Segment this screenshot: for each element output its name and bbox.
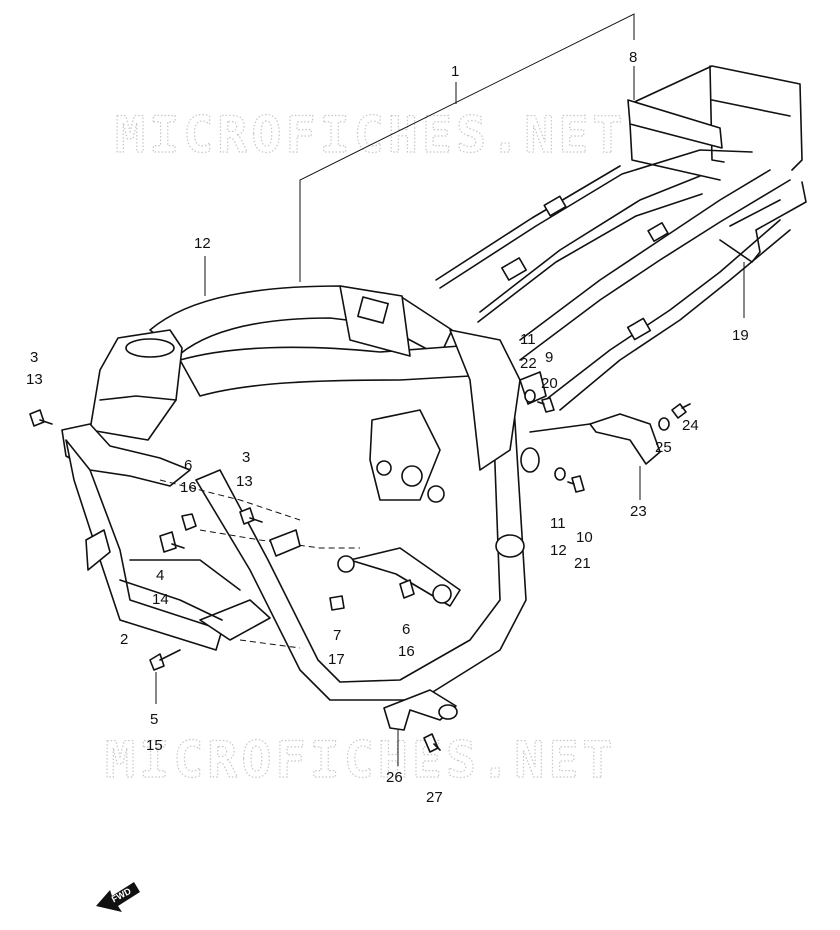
callout-25: 25 bbox=[655, 439, 672, 456]
callout-5: 5 bbox=[150, 711, 158, 728]
callout-3-a: 3 bbox=[30, 349, 38, 366]
bracket-part-23 bbox=[529, 413, 661, 500]
callout-11-a: 11 bbox=[520, 331, 536, 348]
callout-9: 9 bbox=[545, 349, 553, 366]
callout-24: 24 bbox=[682, 417, 699, 434]
callout-21: 21 bbox=[574, 555, 591, 572]
callout-20: 20 bbox=[541, 375, 558, 392]
callout-26: 26 bbox=[386, 769, 403, 786]
washer-bolt-10-21 bbox=[554, 467, 585, 493]
callout-15: 15 bbox=[146, 737, 163, 754]
callout-13-a: 13 bbox=[26, 371, 43, 388]
nut-6-16-b bbox=[399, 579, 415, 599]
fasteners bbox=[29, 389, 691, 753]
callout-12-b: 12 bbox=[550, 542, 567, 559]
callout-1: 1 bbox=[451, 63, 459, 80]
callout-16-b: 16 bbox=[398, 643, 415, 660]
callout-6-b: 6 bbox=[402, 621, 410, 638]
callout-labels: 1 8 12 19 3 13 11 22 9 20 6 16 3 13 24 2… bbox=[26, 49, 749, 806]
callout-16-a: 16 bbox=[180, 479, 197, 496]
forward-direction-arrow: FWD bbox=[96, 882, 140, 912]
bolt-5-15 bbox=[149, 649, 181, 704]
callout-27: 27 bbox=[426, 789, 443, 806]
callout-7: 7 bbox=[333, 627, 341, 644]
bracket-part-26 bbox=[383, 689, 458, 766]
watermark-bottom: MICROFICHES.NET bbox=[105, 731, 617, 789]
callout-14: 14 bbox=[152, 591, 169, 608]
callout-6-a: 6 bbox=[184, 457, 192, 474]
bolt-3-13-b bbox=[239, 507, 263, 525]
callout-10: 10 bbox=[576, 529, 593, 546]
bolt-24-25 bbox=[658, 403, 691, 431]
rear-subframe bbox=[435, 65, 807, 411]
callout-8: 8 bbox=[629, 49, 637, 66]
callout-2: 2 bbox=[120, 631, 128, 648]
callout-11-b: 11 bbox=[550, 515, 566, 532]
callout-3-b: 3 bbox=[242, 449, 250, 466]
callout-13-b: 13 bbox=[236, 473, 253, 490]
callout-4: 4 bbox=[156, 567, 164, 584]
callout-12: 12 bbox=[194, 235, 211, 252]
watermark-top: MICROFICHES.NET bbox=[115, 106, 627, 164]
callout-17: 17 bbox=[328, 651, 345, 668]
bolt-3-13 bbox=[29, 409, 53, 427]
callout-22-a: 22 bbox=[520, 355, 537, 372]
callout-19: 19 bbox=[732, 327, 749, 344]
assembly-bracket-lines bbox=[204, 13, 745, 318]
bolt-4-14 bbox=[159, 531, 185, 553]
bolt-7-17 bbox=[329, 595, 345, 611]
callout-23: 23 bbox=[630, 503, 647, 520]
main-frame bbox=[61, 285, 547, 701]
washer-bolt-20 bbox=[524, 389, 555, 413]
nut-6-16-a bbox=[181, 513, 197, 531]
bolt-27 bbox=[423, 733, 441, 753]
